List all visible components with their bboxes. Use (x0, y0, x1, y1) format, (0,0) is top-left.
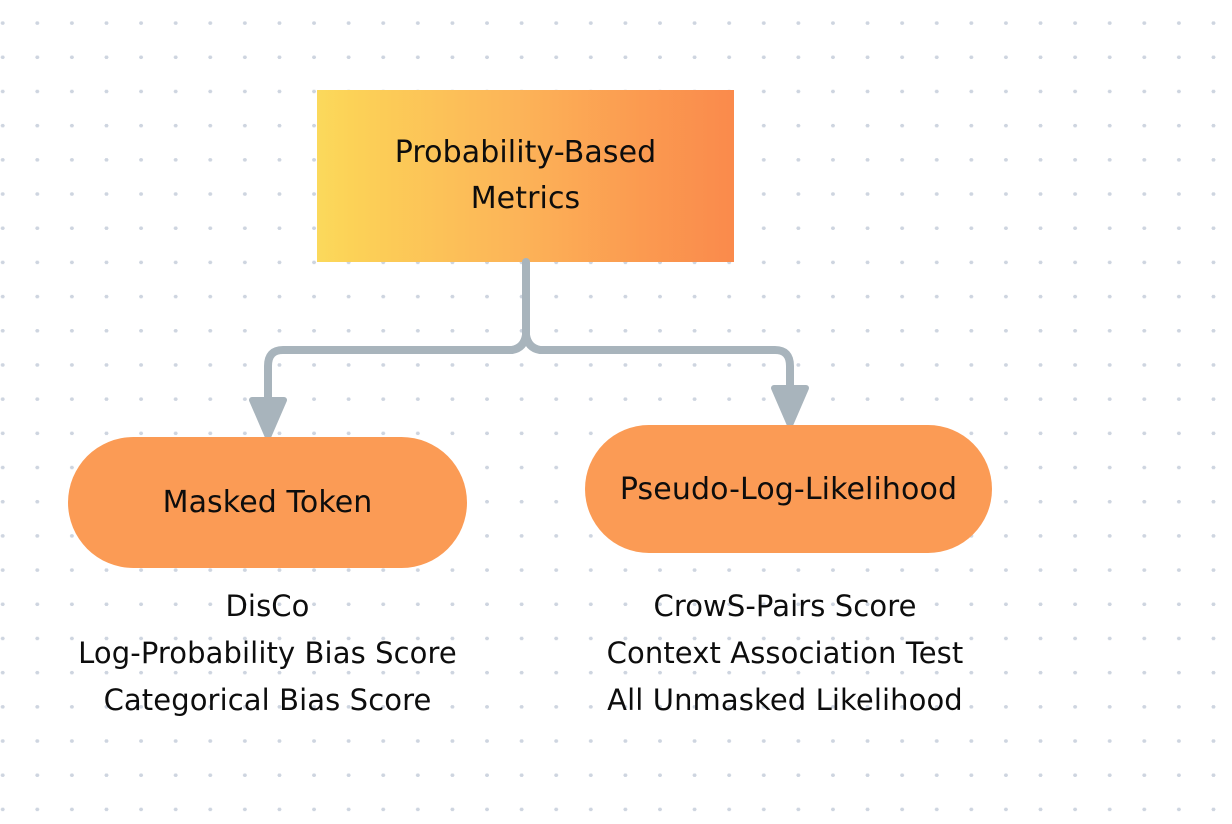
arrowhead-left-icon (249, 397, 287, 440)
connector-right-branch (522, 331, 794, 396)
node-masked-token[interactable]: Masked Token (68, 437, 467, 568)
metric-item: CrowS-Pairs Score (653, 589, 917, 623)
metric-item: DisCo (225, 589, 310, 623)
metric-list-masked-token: DisCo Log-Probability Bias Score Categor… (10, 583, 525, 724)
metric-list-pseudo-log-likelihood: CrowS-Pairs Score Context Association Te… (540, 583, 1030, 724)
node-pseudo-log-likelihood[interactable]: Pseudo-Log-Likelihood (585, 425, 992, 553)
node-label-pseudo-log-likelihood: Pseudo-Log-Likelihood (619, 471, 958, 507)
connector-left-branch (264, 331, 530, 408)
metric-item: Log-Probability Bias Score (78, 636, 457, 670)
metric-item: All Unmasked Likelihood (607, 683, 963, 717)
node-probability-based-metrics[interactable]: Probability-Based Metrics (317, 90, 734, 262)
metric-item: Context Association Test (606, 636, 964, 670)
arrowhead-right-icon (771, 385, 809, 428)
node-label-root: Probability-Based Metrics (394, 135, 657, 216)
metric-item: Categorical Bias Score (103, 683, 432, 717)
node-label-masked-token: Masked Token (162, 485, 373, 520)
